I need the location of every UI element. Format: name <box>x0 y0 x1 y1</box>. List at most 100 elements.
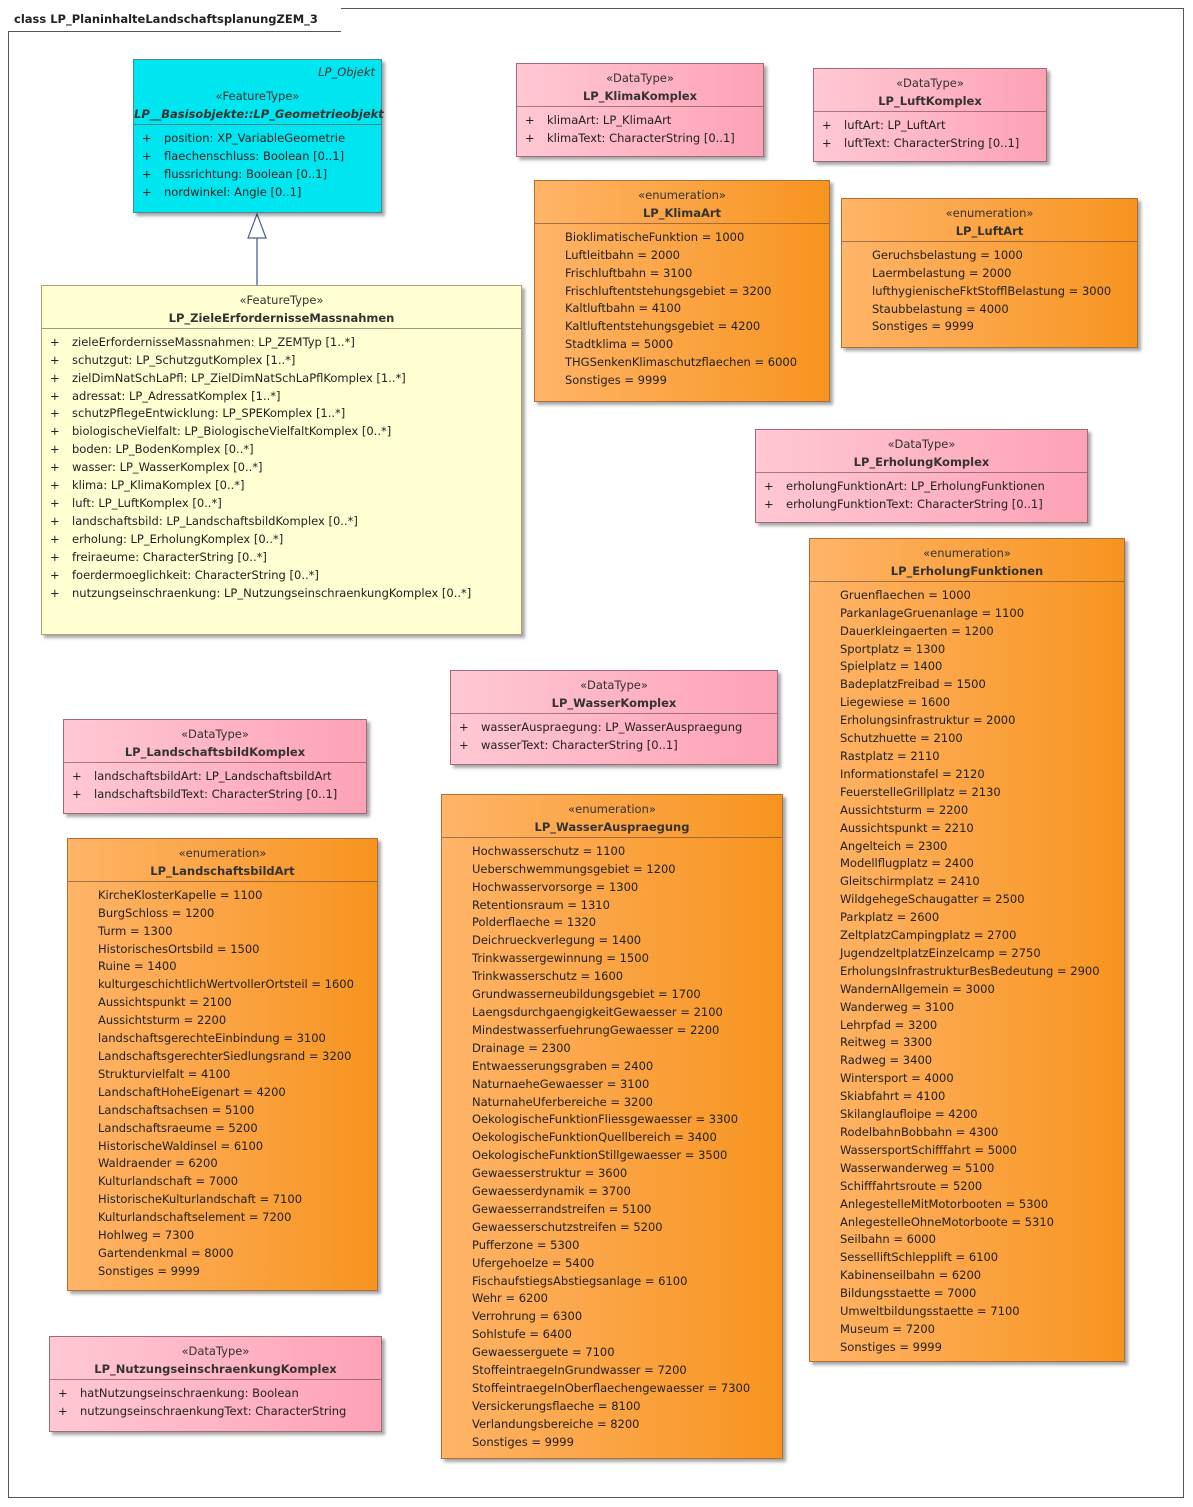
enum-literal: Verlandungsbereiche = 8200 <box>472 1416 640 1431</box>
enum-literal: Museum = 7200 <box>840 1321 935 1336</box>
enum-literal: Sohlstufe = 6400 <box>472 1327 572 1342</box>
enum-lp-klimaart[interactable]: «enumeration» LP_KlimaArt Bioklimatische… <box>534 180 830 402</box>
enum-literal: Lehrpfad = 3200 <box>840 1017 938 1032</box>
attribute-row: +freiraeume: CharacterString [0..*] <box>46 549 517 567</box>
public-visibility-marker: + <box>822 135 832 150</box>
enum-literal: BioklimatischeFunktion = 1000 <box>565 229 745 244</box>
enum-lp-landschaftsbildart[interactable]: «enumeration» LP_LandschaftsbildArt Kirc… <box>67 838 378 1291</box>
public-visibility-marker: + <box>50 513 60 528</box>
class-stereotype: «DataType» <box>580 678 648 692</box>
enum-literal: Sportplatz = 1300 <box>840 641 946 656</box>
enum-literal: WildgehegeSchaugatter = 2500 <box>840 892 1025 907</box>
enum-literal: Gewaesserschutzstreifen = 5200 <box>472 1219 663 1234</box>
enum-literal: Trinkwassergewinnung = 1500 <box>472 951 649 966</box>
enum-literal: Turm = 1300 <box>98 923 173 938</box>
class-stereotype: «DataType» <box>181 1344 250 1358</box>
attribute-list: +landschaftsbildArt: LP_LandschaftsbildA… <box>64 763 366 806</box>
enum-literal: Stadtklima = 5000 <box>565 337 674 352</box>
enum-literal: Hochwasservorsorge = 1300 <box>472 879 639 894</box>
attribute-row: +nordwinkel: Angle [0..1] <box>138 184 377 202</box>
public-visibility-marker: + <box>822 117 832 132</box>
enum-literal: Luftleitbahn = 2000 <box>565 247 680 262</box>
enum-literal: WassersportSchifffahrt = 5000 <box>840 1142 1017 1157</box>
class-lp-erholungkomplex[interactable]: «DataType» LP_ErholungKomplex +erholungF… <box>755 429 1088 523</box>
enum-literal: BadeplatzFreibad = 1500 <box>840 677 986 692</box>
attribute-row: +schutzgut: LP_SchutzgutKomplex [1..*] <box>46 352 517 370</box>
enum-literal: Radweg = 3400 <box>840 1053 933 1068</box>
class-lp-landschaftsbildkomplex[interactable]: «DataType» LP_LandschaftsbildKomplex +la… <box>63 719 367 814</box>
class-stereotype: «enumeration» <box>178 846 267 860</box>
attribute-row: +klima: LP_KlimaKomplex [0..*] <box>46 477 517 495</box>
class-lp-klimakomplex[interactable]: «DataType» LP_KlimaKomplex +klimaArt: LP… <box>516 63 764 157</box>
class-stereotype: «DataType» <box>887 437 956 451</box>
enum-lp-wasserauspraegung[interactable]: «enumeration» LP_WasserAuspraegung Hochw… <box>441 794 783 1459</box>
enum-literal: Frischluftentstehungsgebiet = 3200 <box>565 283 772 298</box>
attribute-list: +luftArt: LP_LuftArt+luftText: Character… <box>814 112 1046 155</box>
class-stereotype: «enumeration» <box>945 206 1034 220</box>
enum-literal: Gewaesserdynamik = 3700 <box>472 1184 631 1199</box>
enum-literal: Dauerkleingaerten = 1200 <box>840 623 994 638</box>
class-stereotype: «FeatureType» <box>239 293 324 307</box>
class-lp-nutzungseinschraenkungkomplex[interactable]: «DataType» LP_NutzungseinschraenkungKomp… <box>49 1336 382 1432</box>
attribute-list: +klimaArt: LP_KlimaArt+klimaText: Charac… <box>517 107 763 150</box>
enum-literal: Staubbelastung = 4000 <box>872 301 1009 316</box>
enum-literal: Landschaftsachsen = 5100 <box>98 1102 255 1117</box>
public-visibility-marker: + <box>50 352 60 367</box>
attribute-row: +klimaText: CharacterString [0..1] <box>521 130 759 148</box>
enum-literal: FeuerstelleGrillplatz = 2130 <box>840 784 1001 799</box>
attribute-row: +position: XP_VariableGeometrie <box>138 130 377 148</box>
enum-literal: Informationstafel = 2120 <box>840 766 985 781</box>
enum-literal: Umweltbildungsstaette = 7100 <box>840 1304 1020 1319</box>
class-stereotype: «DataType» <box>606 71 674 85</box>
public-visibility-marker: + <box>50 585 60 600</box>
attribute-text: position: XP_VariableGeometrie <box>164 130 346 145</box>
enum-literal: HistorischeKulturlandschaft = 7100 <box>98 1192 303 1207</box>
attribute-text: flussrichtung: Boolean [0..1] <box>164 166 328 181</box>
attribute-row: +wasser: LP_WasserKomplex [0..*] <box>46 459 517 477</box>
attribute-text: freiraeume: CharacterString [0..*] <box>72 549 267 564</box>
attribute-row: +flaechenschluss: Boolean [0..1] <box>138 148 377 166</box>
public-visibility-marker: + <box>50 388 60 403</box>
class-name: LP_KlimaArt <box>642 205 722 220</box>
enum-literal: lufthygienischeFktStofflBelastung = 3000 <box>872 283 1112 298</box>
attribute-row: +nutzungseinschraenkung: LP_Nutzungseins… <box>46 585 517 603</box>
attribute-text: landschaftsbild: LP_LandschaftsbildKompl… <box>72 513 358 528</box>
attribute-row: +wasserAuspraegung: LP_WasserAuspraegung <box>455 719 773 737</box>
diagram-title: class LP_PlaninhalteLandschaftsplanungZE… <box>8 7 341 32</box>
attribute-text: landschaftsbildArt: LP_LandschaftsbildAr… <box>94 768 332 783</box>
public-visibility-marker: + <box>50 406 60 421</box>
attribute-list: +zieleErfordernisseMassnahmen: LP_ZEMTyp… <box>42 329 521 605</box>
enum-literal: Schifffahrtsroute = 5200 <box>840 1178 983 1193</box>
enum-lp-luftart[interactable]: «enumeration» LP_LuftArt Geruchsbelastun… <box>841 198 1138 348</box>
attribute-text: schutzPflegeEntwicklung: LP_SPEKomplex [… <box>72 406 346 421</box>
attribute-row: +luftText: CharacterString [0..1] <box>818 135 1042 153</box>
attribute-row: +flussrichtung: Boolean [0..1] <box>138 166 377 184</box>
diagram-frame <box>8 8 1184 1498</box>
enum-literal: OekologischeFunktionFliessgewaesser = 33… <box>472 1112 739 1127</box>
enum-literal: Versickerungsflaeche = 8100 <box>472 1398 641 1413</box>
class-lp-ziele-erfordernisse-massnahmen[interactable]: «FeatureType» LP_ZieleErfordernisseMassn… <box>41 285 522 635</box>
enum-literal: Deichrueckverlegung = 1400 <box>472 933 642 948</box>
enum-literal: Trinkwasserschutz = 1600 <box>472 969 624 984</box>
attribute-text: luft: LP_LuftKomplex [0..*] <box>72 495 222 510</box>
attribute-row: +biologischeVielfalt: LP_BiologischeViel… <box>46 423 517 441</box>
class-stereotype: «DataType» <box>896 76 964 90</box>
enum-literal: Ruine = 1400 <box>98 959 177 974</box>
enum-literal: LandschaftsgerechterSiedlungsrand = 3200 <box>98 1048 352 1063</box>
class-lp-geometrieobjekt[interactable]: LP_Objekt «FeatureType» LP__Basisobjekte… <box>133 59 384 213</box>
class-lp-wasserkomplex[interactable]: «DataType» LP_WasserKomplex +wasserAuspr… <box>450 670 778 765</box>
enum-literal: Sonstiges = 9999 <box>565 373 667 388</box>
enum-literal: HistorischeWaldinsel = 6100 <box>98 1138 264 1153</box>
attribute-list: +erholungFunktionArt: LP_ErholungFunktio… <box>756 473 1087 516</box>
enum-literal: Kabinenseilbahn = 6200 <box>840 1268 982 1283</box>
enum-literal: Skiabfahrt = 4100 <box>840 1089 946 1104</box>
public-visibility-marker: + <box>764 496 774 511</box>
enum-literal: Aussichtsturm = 2200 <box>840 802 969 817</box>
enum-lp-erholungfunktionen[interactable]: «enumeration» LP_ErholungFunktionen Grue… <box>809 538 1125 1362</box>
class-lp-luftkomplex[interactable]: «DataType» LP_LuftKomplex +luftArt: LP_L… <box>813 68 1047 162</box>
enum-literal: Erholungsinfrastruktur = 2000 <box>840 713 1016 728</box>
class-name: LP_WasserAuspraegung <box>534 819 690 834</box>
class-name: LP_LuftArt <box>955 223 1024 238</box>
